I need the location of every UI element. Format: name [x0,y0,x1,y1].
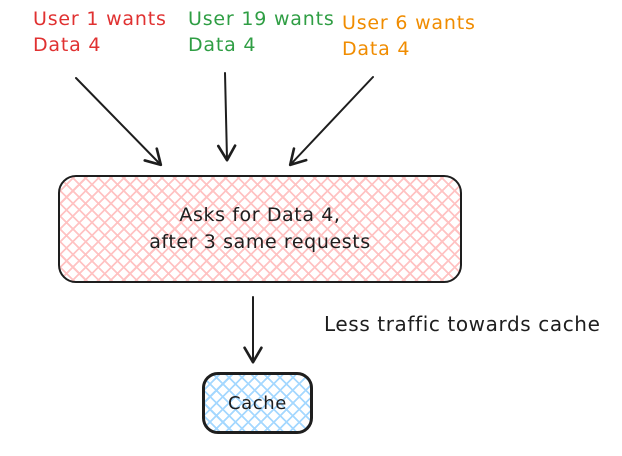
user-label-3-line2: Data 4 [342,38,411,60]
user-label-2: User 19 wants Data 4 [188,6,335,58]
user-label-1: User 1 wants Data 4 [33,6,167,58]
user-label-3-line1: User 6 wants [342,12,476,34]
annotation-less-traffic: Less traffic towards cache [324,312,601,336]
user-label-2-line2: Data 4 [188,34,257,56]
user-label-2-line1: User 19 wants [188,8,335,30]
request-box-line2: after 3 same requests [149,231,371,253]
arrow-user1-to-request-box [75,77,163,167]
user-label-1-line2: Data 4 [33,34,102,56]
cache-box-label: Cache [228,392,287,414]
arrow-user19-to-request-box [216,72,237,162]
user-label-3: User 6 wants Data 4 [342,10,476,62]
arrow-user6-to-request-box [288,76,374,167]
user-label-1-line1: User 1 wants [33,8,167,30]
cache-box: Cache [202,372,313,434]
request-box-line1: Asks for Data 4, [179,204,341,226]
request-box: Asks for Data 4, after 3 same requests [58,175,462,283]
request-box-text: Asks for Data 4, after 3 same requests [149,202,371,256]
